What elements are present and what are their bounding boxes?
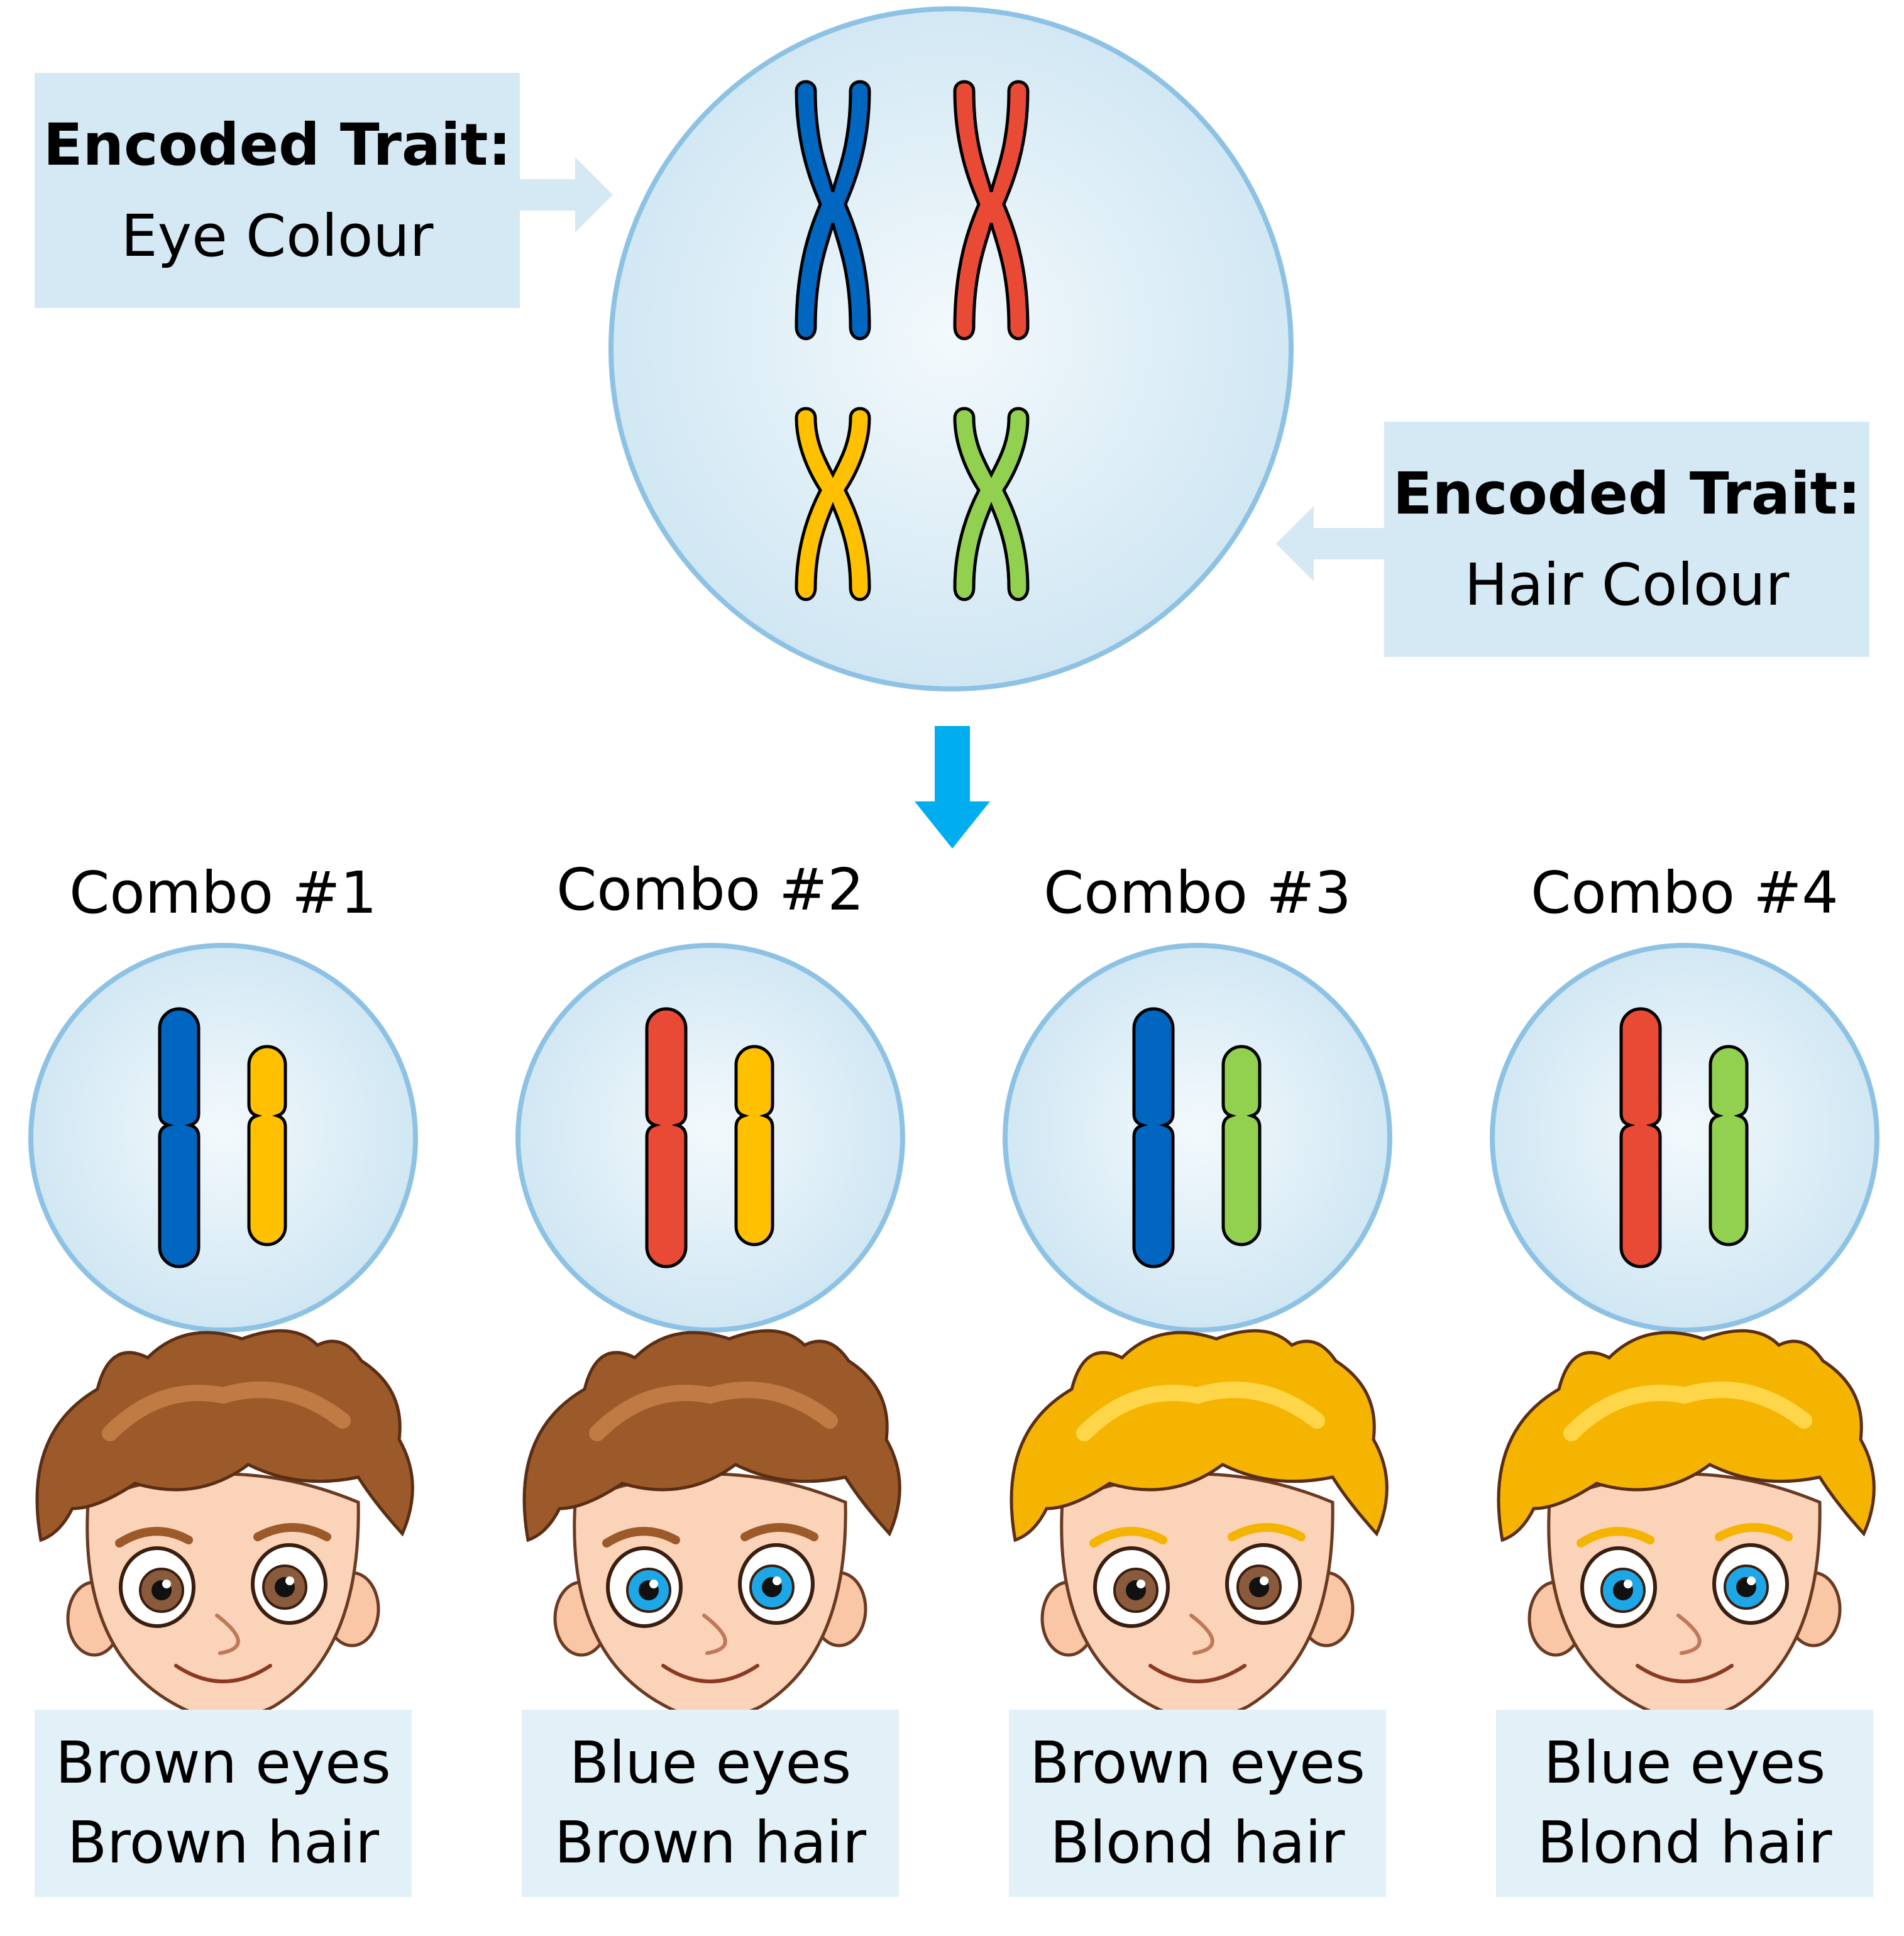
combo-2-result: Blue eyes Brown hair	[522, 1710, 899, 1897]
combo-1-face	[35, 1329, 414, 1720]
combo-3-hair-chromosome	[1221, 1045, 1262, 1246]
combo-3-cell	[1003, 943, 1392, 1333]
red-x-chromosome	[953, 80, 1030, 341]
hair-trait-arrow	[1276, 506, 1386, 581]
combo-4-title: Combo #4	[1531, 859, 1839, 927]
combo-4-face	[1497, 1329, 1876, 1720]
combo-2-title: Combo #2	[556, 856, 864, 923]
combo-1-hair-chromosome	[247, 1045, 287, 1246]
parent-cell	[608, 6, 1294, 691]
green-x-chromosome	[953, 407, 1030, 602]
combo-1-hair-result: Brown hair	[67, 1809, 380, 1876]
eye-trait-heading: Encoded Trait:	[43, 111, 512, 179]
combo-3-title: Combo #3	[1043, 859, 1351, 927]
combo-3-hair-result: Blond hair	[1050, 1809, 1345, 1876]
combo-2-cell	[515, 943, 905, 1333]
down-arrow	[915, 726, 990, 849]
yellow-x-chromosome	[795, 407, 871, 602]
combo-4-eye-result: Blue eyes	[1543, 1729, 1826, 1797]
combo-3-result: Brown eyes Blond hair	[1009, 1710, 1386, 1897]
combo-4-result: Blue eyes Blond hair	[1496, 1710, 1873, 1897]
combo-3-eye-chromosome	[1132, 1007, 1175, 1268]
combo-4-cell	[1490, 943, 1879, 1333]
combo-1-eye-result: Brown eyes	[55, 1729, 391, 1797]
hair-trait-box: Encoded Trait: Hair Colour	[1384, 422, 1869, 657]
combo-2-eye-chromosome	[645, 1007, 688, 1268]
combo-2-face	[522, 1329, 901, 1720]
eye-trait-arrow	[515, 157, 613, 233]
combo-1-cell	[28, 943, 418, 1333]
combo-4-eye-chromosome	[1619, 1007, 1662, 1268]
eye-trait-value: Eye Colour	[121, 202, 434, 270]
combo-2-eye-result: Blue eyes	[569, 1729, 852, 1797]
combo-3-eye-result: Brown eyes	[1030, 1729, 1365, 1797]
combo-1-result: Brown eyes Brown hair	[35, 1710, 412, 1897]
combo-2-hair-result: Brown hair	[554, 1809, 867, 1876]
hair-trait-value: Hair Colour	[1464, 551, 1790, 619]
combo-1-eye-chromosome	[158, 1007, 201, 1268]
combo-4-hair-chromosome	[1709, 1045, 1749, 1246]
combo-2-hair-chromosome	[734, 1045, 774, 1246]
hair-trait-heading: Encoded Trait:	[1392, 460, 1861, 527]
eye-trait-box: Encoded Trait: Eye Colour	[35, 73, 520, 308]
blue-x-chromosome	[795, 80, 871, 341]
combo-3-face	[1010, 1329, 1389, 1720]
combo-1-title: Combo #1	[69, 859, 377, 927]
combo-4-hair-result: Blond hair	[1537, 1809, 1832, 1876]
